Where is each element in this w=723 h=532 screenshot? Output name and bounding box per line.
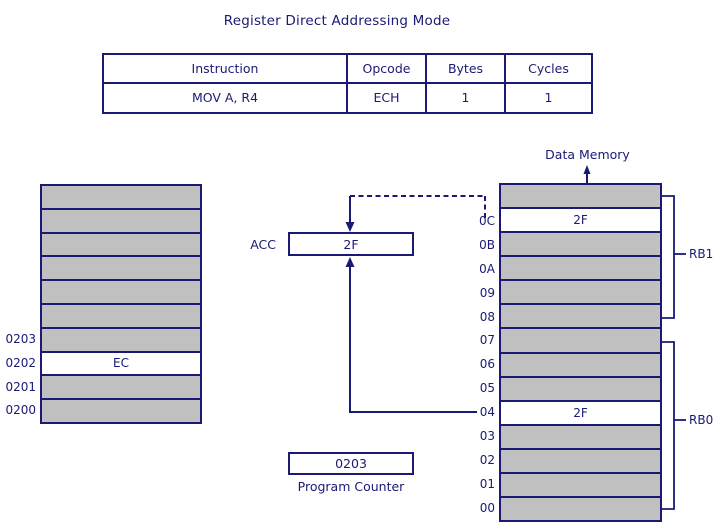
memory-cell: [42, 302, 200, 327]
arrow-up-icon: [345, 257, 355, 267]
memory-address-label: [0, 280, 36, 304]
memory-cell-highlighted: EC: [42, 350, 200, 375]
memory-address-label: 0B: [479, 237, 495, 252]
program-memory-address-labels: 0203 0202 0201 0200: [0, 184, 36, 424]
memory-cell: [42, 326, 200, 351]
memory-address-label: 06: [479, 357, 495, 372]
program-counter-label: Program Counter: [297, 479, 405, 494]
acc-label: ACC: [250, 236, 276, 252]
memory-address-label: 09: [479, 285, 495, 300]
instruction-table: Instruction Opcode Bytes Cycles MOV A, R…: [102, 53, 593, 114]
memory-address-label: 08: [479, 309, 495, 324]
memory-cell: [501, 447, 660, 472]
arrow-down-icon: [345, 222, 355, 232]
table-header-cycles: Cycles: [506, 55, 591, 84]
memory-address-label: 0203: [5, 332, 36, 347]
program-counter-value: 0203: [335, 456, 367, 471]
rb0-bracket: [662, 341, 675, 510]
acc-register-box: 2F: [288, 232, 414, 256]
memory-cell-highlighted: 2F: [501, 399, 660, 424]
program-memory-block: EC: [40, 184, 202, 424]
table-header-instruction: Instruction: [104, 55, 348, 84]
memory-address-label: 0200: [5, 403, 36, 418]
memory-cell: [42, 398, 200, 422]
table-cell-cycles: 1: [544, 90, 553, 106]
memory-cell-value: 2F: [573, 405, 588, 420]
memory-cell: [42, 231, 200, 256]
memory-cell: [501, 185, 660, 208]
data-memory-arrow-up-icon: [583, 165, 591, 174]
memory-address-label: 0202: [5, 355, 36, 370]
table-header-bytes: Bytes: [427, 55, 506, 84]
memory-cell: [501, 279, 660, 304]
memory-address-label: 0C: [478, 213, 495, 228]
rb0-bank-label: RB0: [689, 413, 714, 427]
table-header-row: Instruction Opcode Bytes Cycles: [104, 55, 591, 84]
memory-cell-value: EC: [113, 356, 129, 371]
table-cell-opcode: ECH: [348, 83, 427, 112]
memory-address-label: [0, 257, 36, 281]
table-cell-bytes: 1: [427, 83, 506, 112]
memory-address-label: 01: [479, 477, 495, 492]
acc-value: 2F: [343, 236, 359, 252]
memory-cell: [501, 423, 660, 448]
memory-cell: [501, 471, 660, 497]
memory-cell-value: 2F: [573, 213, 588, 228]
memory-cell: [501, 327, 660, 352]
program-counter-box: 0203: [288, 452, 414, 475]
memory-address-label: [0, 186, 36, 210]
data-memory-address-labels: 0C 0B 0A 09 08 07 06 05 04 03 02 01 00: [452, 183, 495, 522]
memory-cell: [42, 186, 200, 208]
rb1-bracket: [662, 195, 675, 319]
memory-cell: [42, 207, 200, 232]
memory-cell-highlighted: 2F: [501, 207, 660, 232]
memory-cell: [501, 375, 660, 400]
memory-cell: [501, 303, 660, 328]
memory-address-label: [0, 210, 36, 234]
data-memory-block: 2F 2F: [499, 183, 662, 522]
memory-address-label: [452, 185, 495, 209]
data-memory-title: Data Memory: [545, 147, 630, 162]
memory-cell: [501, 231, 660, 256]
memory-cell: [42, 255, 200, 280]
memory-address-label: 0201: [5, 379, 36, 394]
table-row: MOV A, R4 ECH 1 1: [104, 83, 591, 112]
memory-cell: [501, 351, 660, 376]
memory-cell: [501, 255, 660, 280]
memory-address-label: 0A: [479, 261, 495, 276]
rb1-bank-label: RB1: [689, 247, 714, 261]
table-cell-instruction: MOV A, R4: [104, 83, 348, 112]
memory-address-label: 03: [479, 429, 495, 444]
memory-address-label: 04: [479, 405, 495, 420]
page-title: Register Direct Addressing Mode: [223, 13, 451, 29]
memory-cell: [42, 374, 200, 399]
table-header-opcode: Opcode: [348, 55, 427, 84]
memory-address-label: [0, 304, 36, 328]
memory-cell: [501, 496, 660, 521]
memory-address-label: 07: [479, 333, 495, 348]
memory-address-label: 02: [479, 453, 495, 468]
memory-cell: [42, 279, 200, 303]
memory-address-label: 00: [479, 500, 495, 515]
memory-address-label: [0, 233, 36, 257]
memory-address-label: 05: [479, 381, 495, 396]
